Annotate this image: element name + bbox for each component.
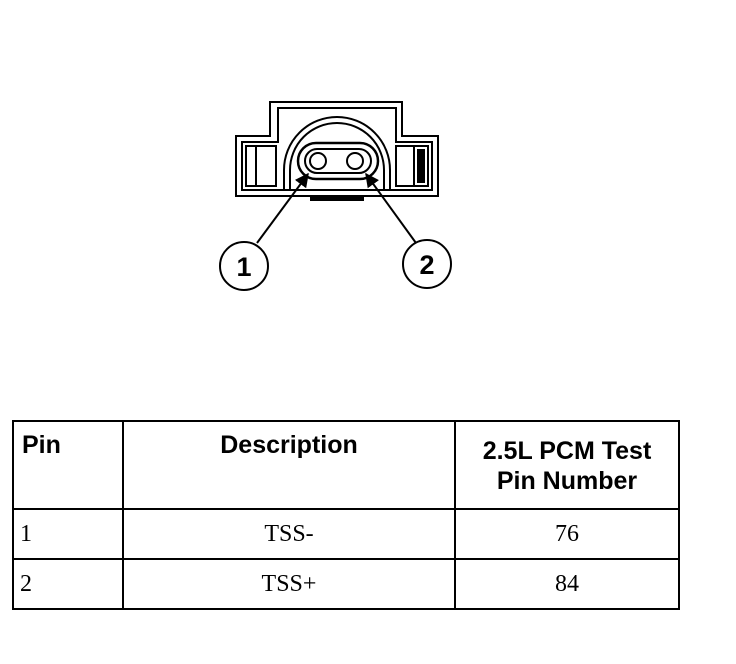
keying-bar [310,196,364,201]
cell-pin: 2 [12,558,124,610]
leader-arrow-1 [256,172,309,244]
callout-1-label: 1 [236,252,251,282]
terminal-pin-1 [309,152,327,170]
header-pin: Pin [12,420,124,510]
table-row: 2 TSS+ 84 [12,558,680,610]
header-pin-number: 2.5L PCM Test Pin Number [454,420,680,510]
cell-pin-number: 76 [454,508,680,560]
connector-diagram: 1 2 [219,101,452,291]
connector-cavity [283,116,391,190]
cell-pin: 1 [12,508,124,560]
header-description: Description [122,420,456,510]
cell-pin-number: 84 [454,558,680,610]
cell-description: TSS+ [122,558,456,610]
cell-description: TSS- [122,508,456,560]
table-row: 1 TSS- 76 [12,508,680,560]
table-header-row: Pin Description 2.5L PCM Test Pin Number [12,420,680,510]
pin-table: Pin Description 2.5L PCM Test Pin Number… [12,420,680,610]
terminal-pin-2 [346,152,364,170]
callout-2-label: 2 [419,250,434,280]
callout-1: 1 [219,241,269,291]
leader-arrow-2 [365,172,417,244]
connector-housing [235,101,439,197]
callout-2: 2 [402,239,452,289]
